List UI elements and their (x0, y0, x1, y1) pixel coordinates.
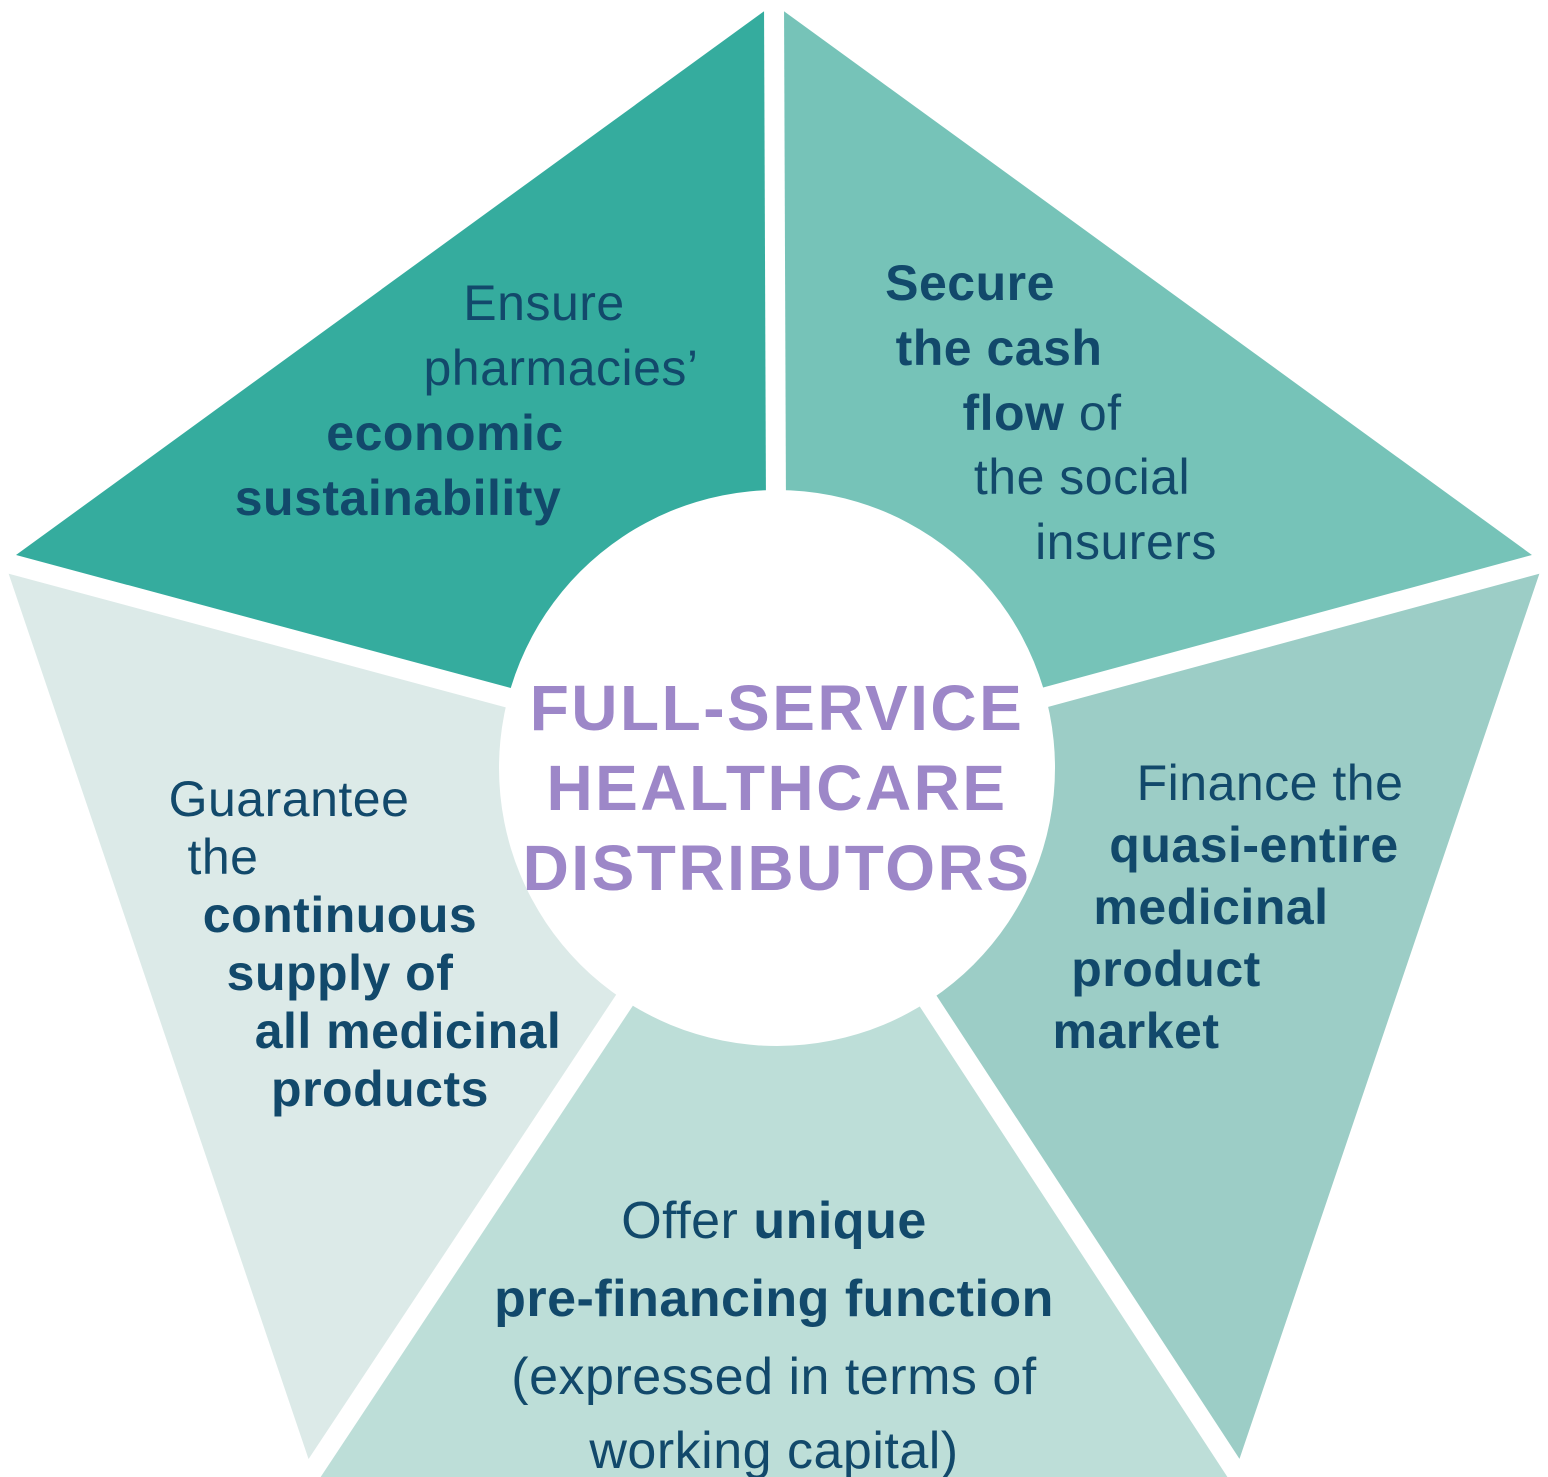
svg-text:market: market (1053, 1003, 1220, 1059)
center-title-line-3: DISTRIBUTORS (523, 832, 1032, 904)
svg-text:sustainability: sustainability (235, 470, 562, 526)
segment-bottom-shape (318, 770, 1230, 1477)
center-circle (499, 490, 1055, 1046)
center-title-line-1: FULL-SERVICE (530, 672, 1025, 744)
svg-text:products: products (271, 1061, 489, 1117)
svg-text:insurers: insurers (1035, 514, 1217, 570)
svg-text:Finance the: Finance the (1137, 755, 1404, 811)
svg-text:(expressed in terms of: (expressed in terms of (511, 1348, 1036, 1406)
svg-text:the cash: the cash (896, 320, 1103, 376)
svg-text:working capital): working capital) (588, 1422, 958, 1477)
center-title-line-2: HEALTHCARE (546, 752, 1007, 824)
svg-text:medicinal: medicinal (1093, 879, 1328, 935)
svg-text:supply of: supply of (227, 945, 454, 1001)
svg-text:continuous: continuous (203, 887, 477, 943)
svg-text:Guarantee: Guarantee (169, 771, 410, 827)
segment-label-ensure-pharmacies: Ensure pharmacies’ economic sustainabili… (235, 275, 698, 526)
svg-text:flow of: flow of (962, 385, 1121, 441)
svg-text:Ensure: Ensure (463, 275, 624, 331)
svg-text:quasi-entire: quasi-entire (1109, 817, 1398, 873)
center-title: FULL-SERVICE HEALTHCARE DISTRIBUTORS (523, 672, 1032, 904)
svg-text:Offer unique: Offer unique (621, 1192, 927, 1250)
segment-label-guarantee-supply: Guarantee the continuous supply of all m… (169, 771, 562, 1117)
segment-label-secure-cash-flow: Secure the cash flow of the social insur… (885, 255, 1217, 570)
svg-text:Secure: Secure (885, 255, 1055, 311)
svg-text:pre-financing function: pre-financing function (494, 1270, 1054, 1328)
svg-text:the social: the social (974, 449, 1190, 505)
svg-text:pharmacies’: pharmacies’ (423, 340, 698, 396)
svg-text:product: product (1071, 941, 1261, 997)
svg-text:all medicinal: all medicinal (255, 1003, 562, 1059)
svg-text:economic: economic (326, 405, 563, 461)
segment-label-finance-market: Finance the quasi-entire medicinal produ… (1053, 755, 1404, 1059)
svg-text:the: the (187, 829, 258, 885)
segment-label-offer-pre-financing: Offer unique pre-financing function (exp… (494, 1192, 1054, 1477)
